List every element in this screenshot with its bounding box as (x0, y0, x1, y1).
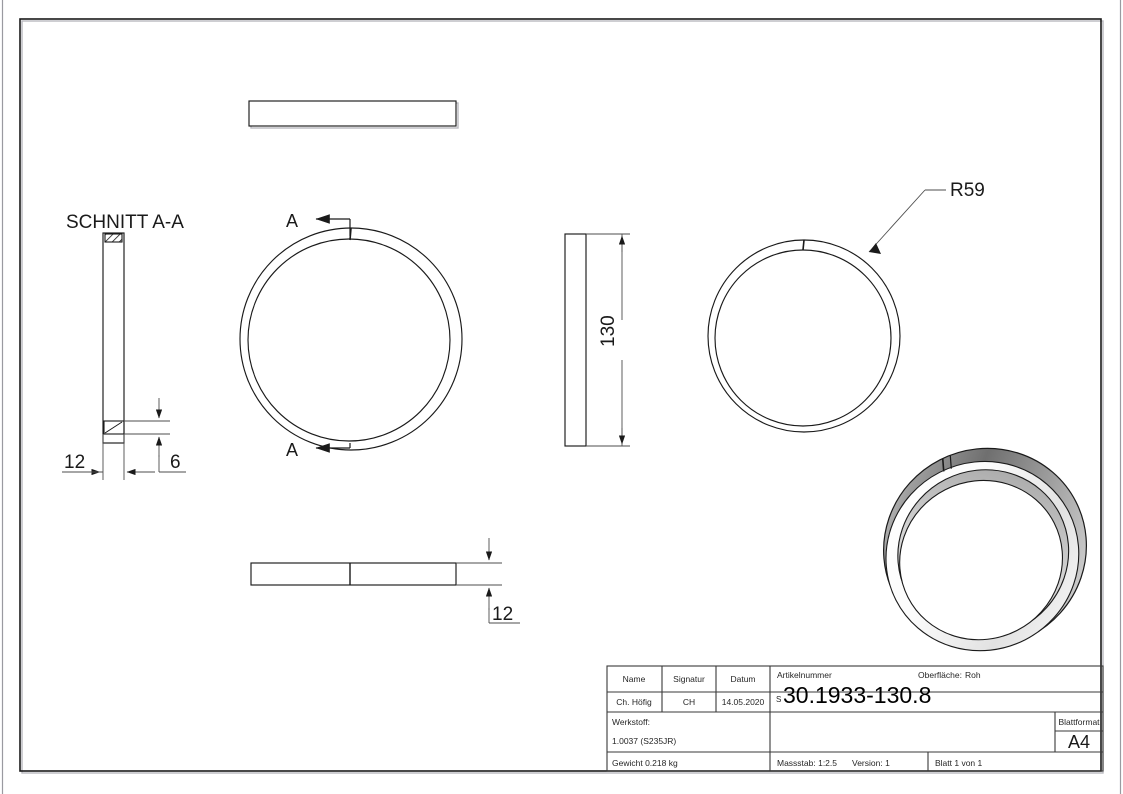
title-block-material-label: Werkstoff: (612, 717, 650, 727)
callout-label-r59: R59 (950, 180, 985, 201)
dimension-12-bar (456, 538, 520, 624)
title-block-article-label: Artikelnummer (777, 670, 832, 680)
title-block-material-value: 1.0037 (S235JR) (612, 736, 676, 746)
dimension-label-outer-diameter: 130 (598, 315, 619, 347)
view-back-ring (707, 239, 901, 433)
view-front-ring (239, 227, 463, 451)
title-block-weight: Gewicht 0.218 kg (612, 758, 678, 768)
title-block-sheet: Blatt 1 von 1 (935, 758, 983, 768)
dimension-6 (124, 398, 186, 473)
title-block-rules (606, 665, 1104, 772)
callout-r59 (868, 189, 946, 254)
section-cut-indicator (315, 214, 351, 453)
dimension-label-section-width: 12 (64, 452, 85, 473)
title-block-version: Version: 1 (852, 758, 890, 768)
title-block-surface-value: Roh (965, 670, 981, 680)
view-isometric-ring (883, 447, 1087, 652)
dimension-12-section (62, 434, 155, 480)
title-block-article-prefix: S (776, 695, 781, 704)
title-block-header-datum: Datum (730, 674, 755, 684)
title-block-value-signatur: CH (683, 697, 695, 707)
section-view-label: SCHNITT A-A (66, 212, 184, 233)
section-arrow-label-top: A (286, 211, 298, 231)
title-block-header-name: Name (623, 674, 646, 684)
title-block-value-name: Ch. Höfig (616, 697, 652, 707)
title-block-sheet-format-value: A4 (1068, 732, 1090, 752)
title-block-surface-label: Oberfläche: (918, 670, 962, 680)
section-arrow-label-bottom: A (286, 440, 298, 460)
title-block-header-signatur: Signatur (673, 674, 705, 684)
view-top-edge-bar (248, 100, 459, 129)
dimension-130 (586, 233, 630, 447)
title-block-scale: Massstab: 1:2.5 (777, 758, 837, 768)
title-block-article-number: 30.1933-130.8 (783, 682, 931, 708)
view-side-edge (564, 233, 587, 447)
view-section-aa (102, 232, 125, 444)
dimension-label-section-thickness: 6 (170, 452, 181, 473)
title-block-sheet-format-label: Blattformat (1058, 717, 1100, 727)
drawing-frame (19, 18, 1104, 774)
dimension-label-bar-thickness: 12 (492, 604, 513, 625)
title-block-value-datum: 14.05.2020 (722, 697, 765, 707)
view-bottom-edge-bar (250, 562, 457, 586)
